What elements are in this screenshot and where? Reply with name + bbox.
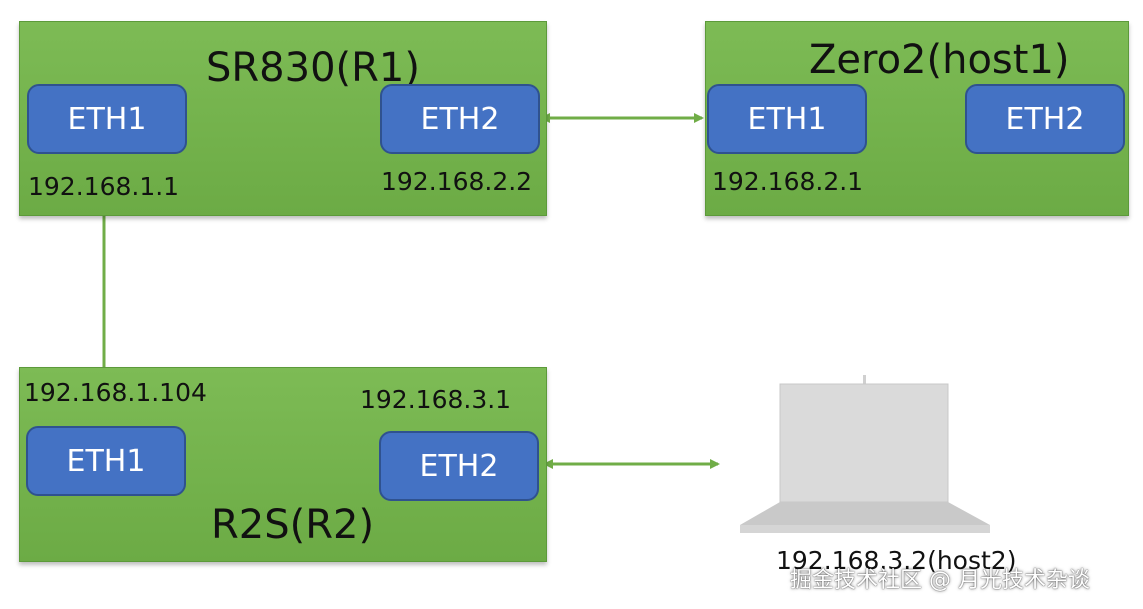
- r2-eth2-port: ETH2: [379, 431, 539, 501]
- r1-eth1-ip: 192.168.1.1: [28, 172, 180, 201]
- r2-eth1-ip: 192.168.1.104: [24, 378, 207, 407]
- r1-eth2-port: ETH2: [380, 84, 540, 154]
- host1-eth1-ip: 192.168.2.1: [712, 167, 864, 196]
- host1-eth2-port: ETH2: [965, 84, 1125, 154]
- watermark: 掘金技术社区 @ 月光技术杂谈: [790, 568, 1090, 593]
- r1-eth1-port: ETH1: [27, 84, 187, 154]
- host2-ip-label: 192.168.3.2(host2): [776, 546, 1017, 575]
- device-host1: Zero2(host1) ETH1 ETH2 192.168.2.1: [705, 21, 1129, 216]
- device-r2-title: R2S(R2): [211, 502, 375, 548]
- laptop-icon: [740, 375, 990, 533]
- device-r1-title: SR830(R1): [206, 45, 420, 91]
- host1-eth1-port: ETH1: [707, 84, 867, 154]
- r2-eth2-ip: 192.168.3.1: [360, 385, 512, 414]
- r2-eth1-port: ETH1: [26, 426, 186, 496]
- r1-eth2-ip: 192.168.2.2: [381, 167, 533, 196]
- device-r1: SR830(R1) ETH1 ETH2 192.168.1.1 192.168.…: [19, 21, 547, 216]
- device-host1-title: Zero2(host1): [809, 37, 1070, 83]
- device-r2: 192.168.1.104 192.168.3.1 ETH1 ETH2 R2S(…: [19, 367, 547, 562]
